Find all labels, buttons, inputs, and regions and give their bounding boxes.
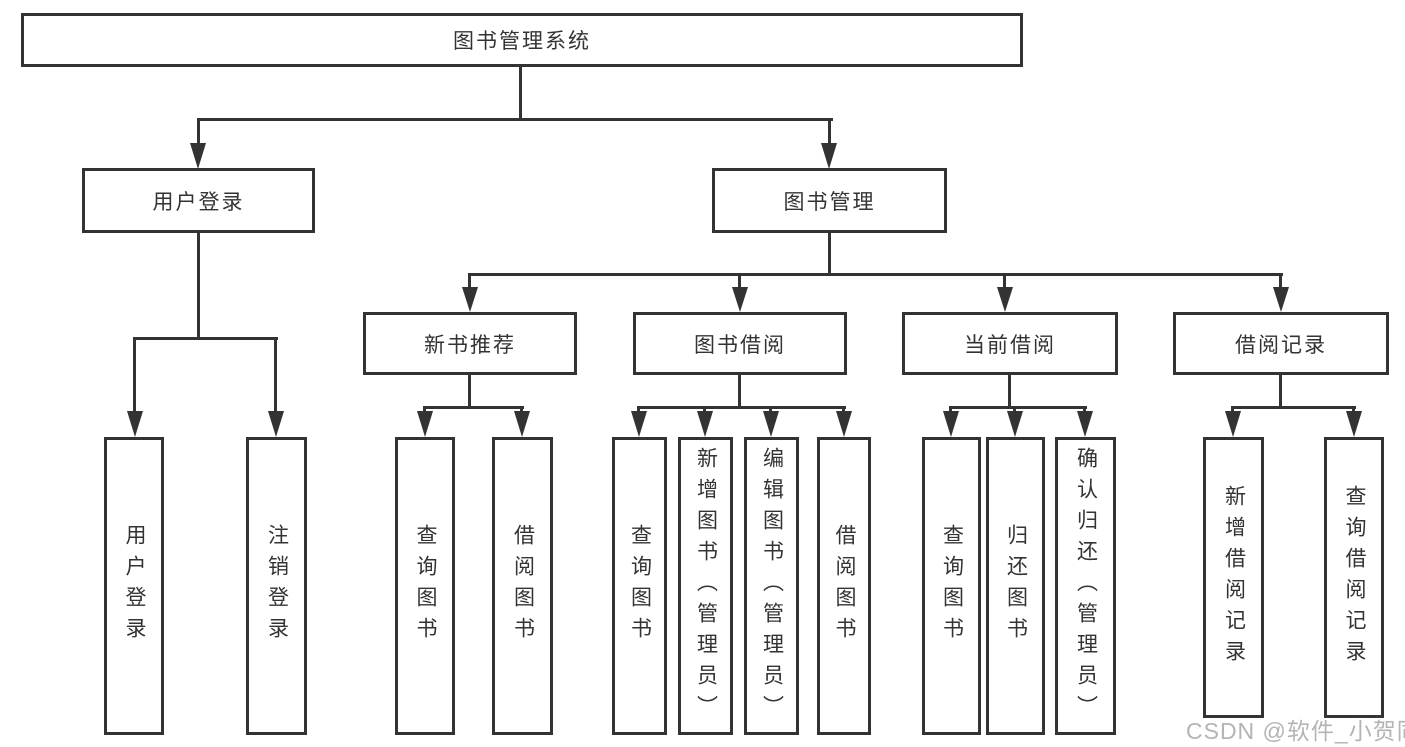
connector-new-book-split <box>423 406 524 409</box>
connector-new-book-drop <box>468 375 471 409</box>
connector-root-drop <box>519 67 522 121</box>
arrow-down-icon <box>268 411 284 437</box>
arrow-down-icon <box>763 411 779 437</box>
arrow-down-icon <box>1273 287 1289 312</box>
leaf-query-books-current: 查询图书 <box>922 437 981 735</box>
arrow-down-icon <box>1225 411 1241 437</box>
node-new-book-recommend: 新书推荐 <box>363 312 577 375</box>
node-user-login: 用户登录 <box>82 168 315 233</box>
connector-to-leaf-logout <box>274 340 277 412</box>
arrow-down-icon <box>1077 411 1093 437</box>
connector-current-borrow-drop <box>1008 375 1011 409</box>
arrow-down-icon <box>836 411 852 437</box>
arrow-down-icon <box>462 287 478 312</box>
arrow-down-icon <box>821 143 837 169</box>
leaf-query-books-recommend: 查询图书 <box>395 437 455 735</box>
leaf-query-borrow-record: 查询借阅记录 <box>1324 437 1384 718</box>
arrow-down-icon <box>190 143 206 169</box>
arrow-down-icon <box>417 411 433 437</box>
leaf-return-book: 归还图书 <box>986 437 1045 735</box>
connector-book-management-drop <box>828 233 831 276</box>
arrow-down-icon <box>514 411 530 437</box>
arrow-down-icon <box>127 411 143 437</box>
connector-user-login-drop <box>197 233 200 339</box>
leaf-borrow-books: 借阅图书 <box>817 437 871 735</box>
node-borrow-records: 借阅记录 <box>1173 312 1389 375</box>
arrow-down-icon <box>697 411 713 437</box>
node-root: 图书管理系统 <box>21 13 1023 67</box>
leaf-add-borrow-record: 新增借阅记录 <box>1203 437 1264 718</box>
connector-to-current-borrow <box>1003 276 1006 290</box>
arrow-down-icon <box>943 411 959 437</box>
connector-to-borrow-records <box>1279 276 1282 290</box>
arrow-down-icon <box>1346 411 1362 437</box>
connector-to-book-management <box>828 121 831 146</box>
leaf-add-book-admin: 新增图书（管理员） <box>678 437 733 735</box>
leaf-query-books-borrow: 查询图书 <box>612 437 667 735</box>
connector-root-split <box>197 118 833 121</box>
arrow-down-icon <box>1007 411 1023 437</box>
connector-to-book-borrow <box>738 276 741 290</box>
connector-book-management-split <box>468 273 1283 276</box>
arrow-down-icon <box>631 411 647 437</box>
node-book-borrow: 图书借阅 <box>633 312 847 375</box>
node-current-borrow: 当前借阅 <box>902 312 1118 375</box>
leaf-logout: 注销登录 <box>246 437 307 735</box>
connector-current-borrow-split <box>949 406 1087 409</box>
connector-borrow-records-drop <box>1279 375 1282 409</box>
node-book-management: 图书管理 <box>712 168 947 233</box>
leaf-user-login: 用户登录 <box>104 437 164 735</box>
arrow-down-icon <box>997 287 1013 312</box>
connector-borrow-records-split <box>1231 406 1356 409</box>
connector-book-borrow-drop <box>738 375 741 409</box>
connector-to-new-book <box>468 276 471 290</box>
connector-to-user-login <box>197 121 200 146</box>
leaf-confirm-return-admin: 确认归还（管理员） <box>1055 437 1116 735</box>
connector-book-borrow-split <box>637 406 846 409</box>
watermark-text: CSDN @软件_小贺同学 <box>1186 718 1405 744</box>
leaf-edit-book-admin: 编辑图书（管理员） <box>744 437 799 735</box>
connector-user-login-split <box>133 337 278 340</box>
connector-to-leaf-user-login <box>133 340 136 412</box>
leaf-borrow-books-recommend: 借阅图书 <box>492 437 553 735</box>
arrow-down-icon <box>732 287 748 312</box>
